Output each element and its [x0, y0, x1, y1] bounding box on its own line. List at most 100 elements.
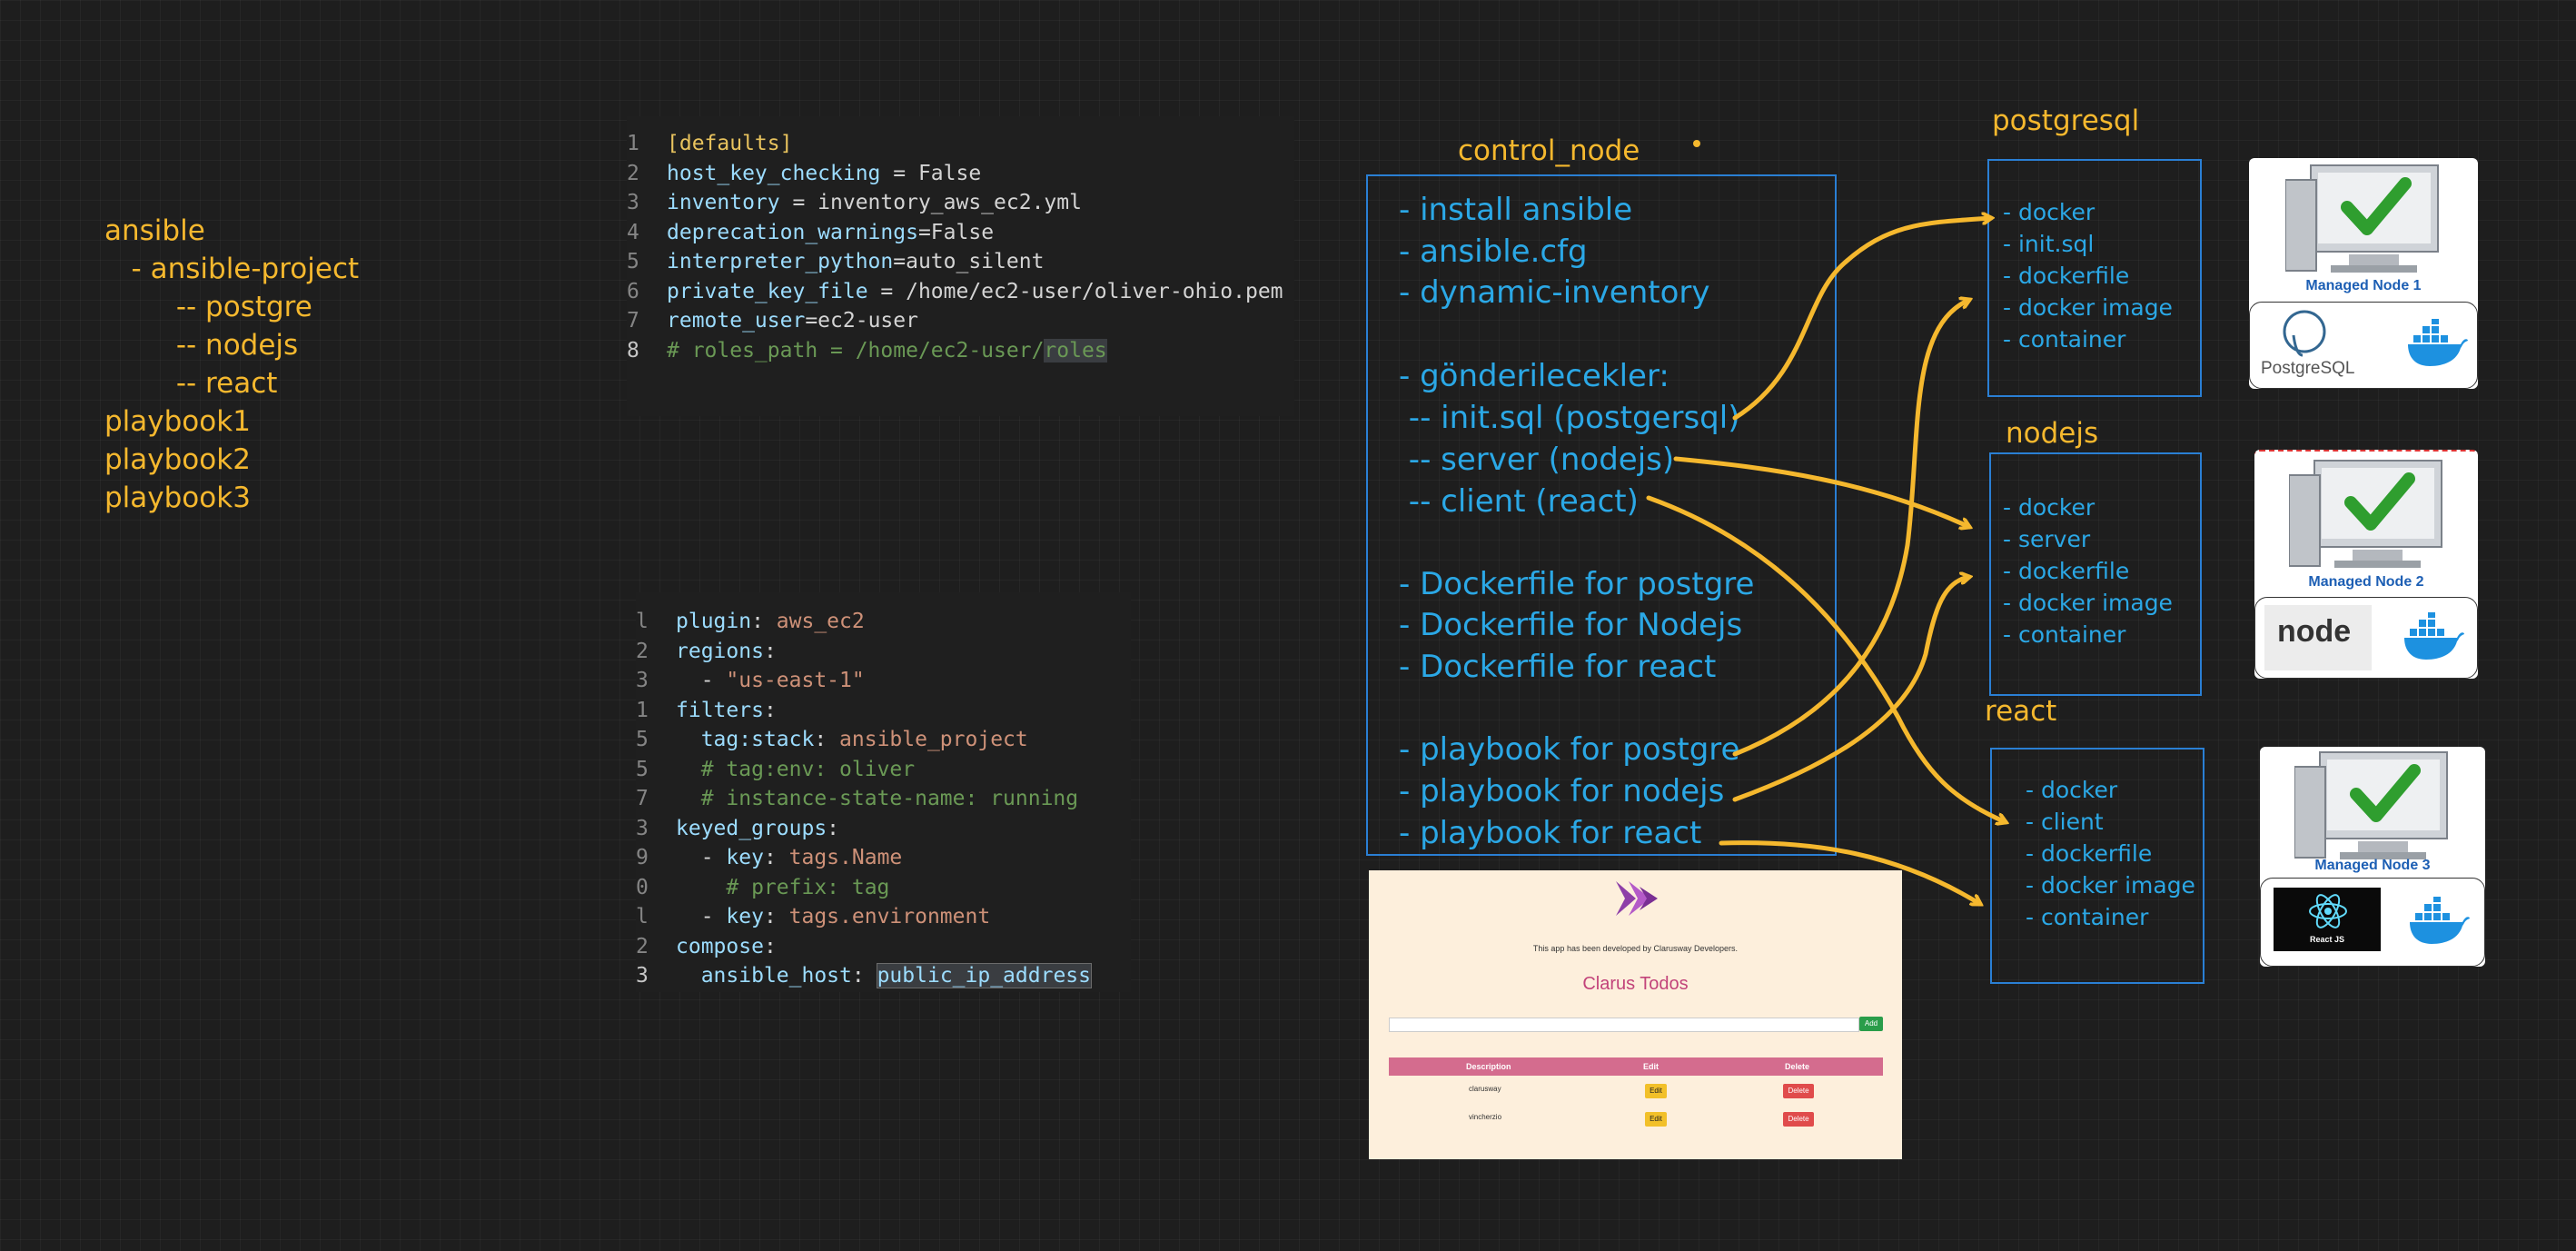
arrow-client-to-react: [1646, 495, 2006, 822]
line-number: 8: [627, 338, 639, 362]
computer-check-icon: [2294, 751, 2448, 859]
code-line[interactable]: 0 # prefix: tag: [636, 873, 1131, 903]
control-node-item: - playbook for react: [1399, 815, 1702, 851]
code-token: filters: [676, 698, 764, 722]
add-button[interactable]: Add: [1859, 1017, 1883, 1031]
code-line[interactable]: 5 # tag:env: oliver: [636, 755, 1131, 785]
arrow-playbook-nodejs: [1732, 577, 1969, 802]
postgresql-logo-text: PostgreSQL: [2261, 359, 2355, 378]
react-atom-icon: React JS: [2274, 888, 2381, 951]
code-token: # instance-state-name: running: [700, 787, 1079, 810]
line-number: l: [636, 905, 649, 928]
code-token: key: [726, 905, 764, 928]
code-line[interactable]: 3 ansible_host: public_ip_address: [636, 961, 1131, 991]
code-line[interactable]: l - key: tags.environment: [636, 902, 1131, 932]
control-node-item: - ansible.cfg: [1399, 233, 1588, 270]
delete-button[interactable]: Delete: [1783, 1112, 1814, 1127]
control-node-item: -- client (react): [1399, 483, 1639, 520]
managed-node-card: Managed Node 1 PostgreSQL: [2249, 158, 2478, 389]
code-line[interactable]: 3 - "us-east-1": [636, 666, 1131, 696]
arrow-playbook-postgre: [1732, 300, 1969, 757]
clarusway-logo-icon: [1616, 881, 1658, 916]
node-item: - server: [2003, 526, 2091, 552]
postgresql-elephant-icon: [2283, 310, 2326, 357]
app-title: Clarus Todos: [1582, 974, 1689, 994]
code-token: keyed_groups: [676, 816, 827, 840]
column-header: Edit: [1643, 1062, 1659, 1071]
tree-line: playbook3: [104, 482, 251, 514]
code-text: tag:stack: ansible_project: [676, 725, 1028, 755]
todo-description: clarusway: [1469, 1085, 1501, 1093]
code-text: - key: tags.environment: [676, 902, 991, 932]
react-node-box: [1990, 748, 2204, 984]
code-token: [defaults]: [667, 132, 793, 155]
code-line[interactable]: 5 tag:stack: ansible_project: [636, 725, 1131, 755]
node-item: - docker image: [2026, 872, 2195, 899]
code-text: - "us-east-1": [676, 666, 865, 696]
column-header: Delete: [1785, 1062, 1810, 1071]
line-number: 2: [627, 161, 639, 185]
code-token: :: [763, 698, 777, 722]
line-number: 5: [627, 250, 639, 273]
code-token: # tag:env: oliver: [700, 757, 916, 781]
line-number: 2: [636, 934, 649, 958]
code-line[interactable]: 7 # instance-state-name: running: [636, 784, 1131, 814]
code-text: inventory = inventory_aws_ec2.yml: [667, 188, 1082, 218]
node-item: - docker: [2026, 777, 2118, 803]
managed-node-card: Managed Node 2 node: [2254, 450, 2478, 679]
code-token: # roles_path = /home/ec2-user/: [667, 338, 1045, 362]
react-logo-text: React JS: [2309, 935, 2345, 944]
code-line[interactable]: 1[defaults]: [627, 129, 1294, 159]
line-number: 0: [636, 875, 649, 899]
control-node-item: - playbook for nodejs: [1399, 773, 1725, 809]
node-item: - init.sql: [2003, 231, 2095, 257]
delete-button[interactable]: Delete: [1783, 1084, 1814, 1098]
code-line[interactable]: 2 compose:: [636, 932, 1131, 962]
code-line[interactable]: 8 # roles_path = /home/ec2-user/roles: [627, 336, 1294, 366]
line-number: 5: [636, 757, 649, 781]
control-node-item: - Dockerfile for postgre: [1399, 566, 1755, 602]
code-token: :: [763, 905, 789, 928]
edit-button[interactable]: Edit: [1645, 1084, 1667, 1098]
code-token: =False: [917, 220, 995, 244]
node-item: - container: [2026, 904, 2149, 930]
code-text: compose:: [676, 932, 777, 962]
column-header: Description: [1466, 1062, 1511, 1071]
code-token: =ec2-user: [805, 309, 918, 333]
table-header: Description Edit Delete: [1389, 1057, 1883, 1076]
todo-input[interactable]: [1389, 1018, 1859, 1032]
tree-line: ansible: [104, 214, 205, 247]
code-token: inventory: [667, 191, 780, 214]
code-text: private_key_file = /home/ec2-user/oliver…: [667, 277, 1283, 307]
edit-button[interactable]: Edit: [1645, 1112, 1667, 1127]
code-token: remote_user: [667, 309, 806, 333]
code-text: # roles_path = /home/ec2-user/roles: [667, 336, 1107, 366]
code-text: [defaults]: [667, 129, 792, 159]
code-token: # prefix: tag: [726, 875, 890, 899]
code-token: tag:stack: [700, 728, 815, 751]
node-item: - container: [2003, 326, 2126, 352]
nodejs-logo-text: node: [2277, 614, 2352, 649]
line-number: 3: [636, 964, 649, 988]
code-line[interactable]: 9 - key: tags.Name: [636, 843, 1131, 873]
todo-app-screenshot: This app has been developed by Clarusway…: [1369, 870, 1902, 1159]
control-node-title: control_node: [1458, 134, 1640, 167]
dot-mark: [1693, 140, 1700, 147]
code-token: "us-east-1": [726, 669, 865, 692]
node-item: - docker image: [2003, 590, 2173, 616]
node-item: - dockerfile: [2003, 263, 2130, 289]
control-node-item: - playbook for postgre: [1399, 731, 1740, 768]
node-item: - docker image: [2003, 294, 2173, 321]
line-number: 4: [627, 220, 639, 244]
code-token: interpreter_python: [667, 250, 894, 273]
